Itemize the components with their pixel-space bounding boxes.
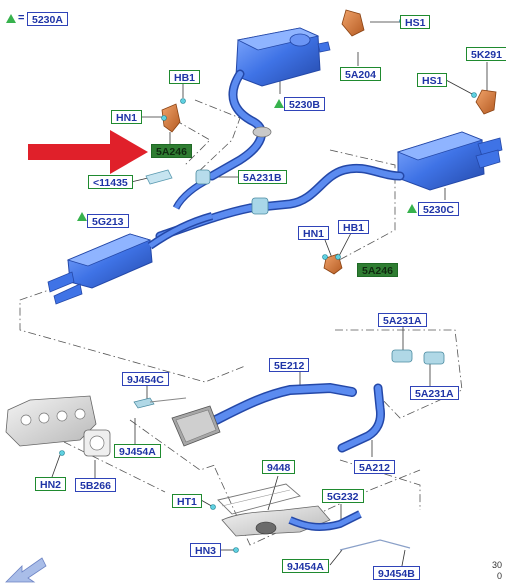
gasket-5B266[interactable]	[83, 429, 111, 457]
label-HS1-right[interactable]: HS1	[417, 73, 448, 87]
label-5A204[interactable]: 5A204	[340, 67, 381, 81]
heat-shield-11435[interactable]	[145, 169, 173, 185]
label-9J454C[interactable]: 9J454C	[122, 372, 169, 386]
legend-equals: =	[18, 12, 25, 24]
triangle-5G213-icon	[77, 212, 87, 221]
page-number: 30 0	[488, 560, 502, 582]
label-9J454A-bottom[interactable]: 9J454A	[282, 559, 329, 573]
page-number-line2: 0	[496, 571, 502, 581]
triangle-5230C-icon	[407, 204, 417, 213]
legend-triangle-icon	[6, 14, 16, 23]
manifold-5G232[interactable]	[221, 505, 362, 537]
bracket-5A246-top[interactable]	[161, 103, 181, 133]
label-5A246-top-selected[interactable]: 5A246	[151, 144, 192, 158]
label-HN2[interactable]: HN2	[35, 477, 67, 491]
heat-shield-9448[interactable]	[217, 483, 301, 515]
label-HB1-mid[interactable]: HB1	[338, 220, 370, 234]
label-5A231A-bottom[interactable]: 5A231A	[410, 386, 459, 400]
triangle-5230B-icon	[274, 99, 284, 108]
label-HN1-top[interactable]: HN1	[111, 110, 143, 124]
label-HS1-top[interactable]: HS1	[400, 15, 431, 29]
label-5K291[interactable]: 5K291	[466, 47, 506, 61]
leader-lines	[51, 21, 488, 572]
pipe-5A212[interactable]	[337, 383, 385, 453]
catalyst-pipe-5E212[interactable]	[211, 382, 357, 425]
label-5G213[interactable]: 5G213	[87, 214, 129, 228]
rear-muffler-5230B[interactable]	[235, 27, 331, 87]
label-9J454A-left[interactable]: 9J454A	[114, 444, 161, 458]
label-5A231A-top[interactable]: 5A231A	[378, 313, 427, 327]
label-5G232[interactable]: 5G232	[322, 489, 364, 503]
label-HB1-top[interactable]: HB1	[169, 70, 201, 84]
highlight-arrow	[28, 130, 148, 174]
label-5A246-mid-selected[interactable]: 5A246	[357, 263, 398, 277]
label-5A212[interactable]: 5A212	[354, 460, 395, 474]
label-9J454B[interactable]: 9J454B	[373, 566, 420, 580]
clamp-5A231A-upper[interactable]	[391, 349, 413, 363]
oxygen-sensor-wire	[339, 539, 411, 551]
back-arrow-icon[interactable]	[5, 557, 47, 583]
label-5B266[interactable]: 5B266	[75, 478, 116, 492]
label-5230C[interactable]: 5230C	[418, 202, 459, 216]
front-muffler-5G213[interactable]	[47, 212, 214, 305]
label-HN3[interactable]: HN3	[190, 543, 222, 557]
label-HN1-mid[interactable]: HN1	[298, 226, 330, 240]
clamp-5A231B[interactable]	[251, 197, 269, 215]
sensor-9J454C[interactable]	[133, 397, 155, 409]
bracket-5K291[interactable]	[475, 89, 497, 115]
rear-muffler-5230C[interactable]	[396, 131, 503, 191]
label-5A231B[interactable]: 5A231B	[238, 170, 287, 184]
clamp-5A231A-lower[interactable]	[423, 351, 445, 365]
label-5230B[interactable]: 5230B	[284, 97, 325, 111]
flex-connector[interactable]	[195, 169, 211, 185]
label-11435[interactable]: <11435	[88, 175, 133, 189]
label-HT1[interactable]: HT1	[172, 494, 202, 508]
label-9448[interactable]: 9448	[262, 460, 296, 474]
page-number-line1: 30	[491, 560, 502, 570]
pipe-5230B[interactable]	[207, 69, 266, 181]
bracket-5A204[interactable]	[341, 9, 365, 37]
exhaust-manifold[interactable]	[5, 395, 97, 447]
label-5E212[interactable]: 5E212	[269, 358, 310, 372]
pipe-clamp-5230B[interactable]	[252, 126, 272, 138]
legend-part-label[interactable]: 5230A	[27, 12, 68, 26]
